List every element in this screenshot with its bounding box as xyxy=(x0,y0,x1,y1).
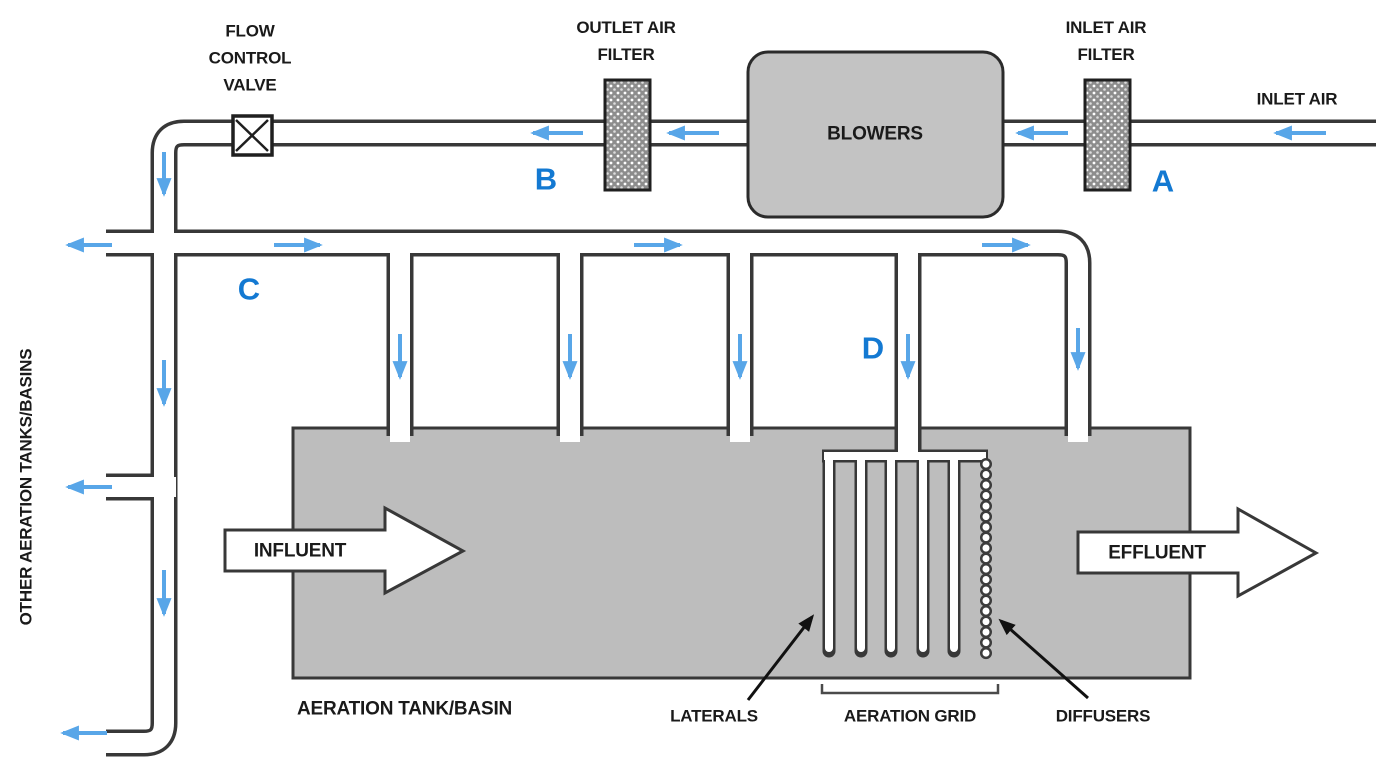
pipe-network xyxy=(101,119,1376,757)
flow-control-valve xyxy=(231,114,274,157)
effluent-arrow xyxy=(1076,506,1320,599)
blowers-label: BLOWERS xyxy=(827,123,923,145)
laterals-label: LATERALS xyxy=(670,706,758,726)
inlet-air-filter xyxy=(1083,78,1132,192)
outlet-air-filter-label: OUTLET AIR FILTER xyxy=(576,18,676,64)
diffusers-label: DIFFUSERS xyxy=(1055,706,1151,726)
aeration-tank-label: AERATION TANK/BASIN xyxy=(297,698,513,720)
influent-label: INFLUENT xyxy=(253,540,347,562)
grid-bracket xyxy=(820,684,1000,695)
inlet-air-filter-label: INLET AIR FILTER xyxy=(1065,18,1147,64)
inlet-air-label: INLET AIR xyxy=(1256,89,1338,109)
effluent-label: EFFLUENT xyxy=(1108,542,1206,564)
point-marker-d: D xyxy=(861,330,885,366)
point-marker-c: C xyxy=(237,271,261,307)
flow-arrows xyxy=(60,125,1326,741)
blowers-box xyxy=(746,50,1005,219)
aeration-grid xyxy=(822,449,992,661)
point-marker-b: B xyxy=(534,161,558,197)
outlet-air-filter xyxy=(603,78,652,192)
aeration-grid-label: AERATION GRID xyxy=(843,706,977,726)
flow-control-valve-label: FLOW CONTROL VALVE xyxy=(208,21,292,95)
laterals-pointer-arrow xyxy=(746,614,815,701)
point-marker-a: A xyxy=(1151,163,1175,199)
diffusers-pointer-arrow xyxy=(998,618,1089,700)
influent-arrow xyxy=(223,505,467,596)
other-tanks-label: OTHER AERATION TANKS/BASINS xyxy=(16,348,36,626)
